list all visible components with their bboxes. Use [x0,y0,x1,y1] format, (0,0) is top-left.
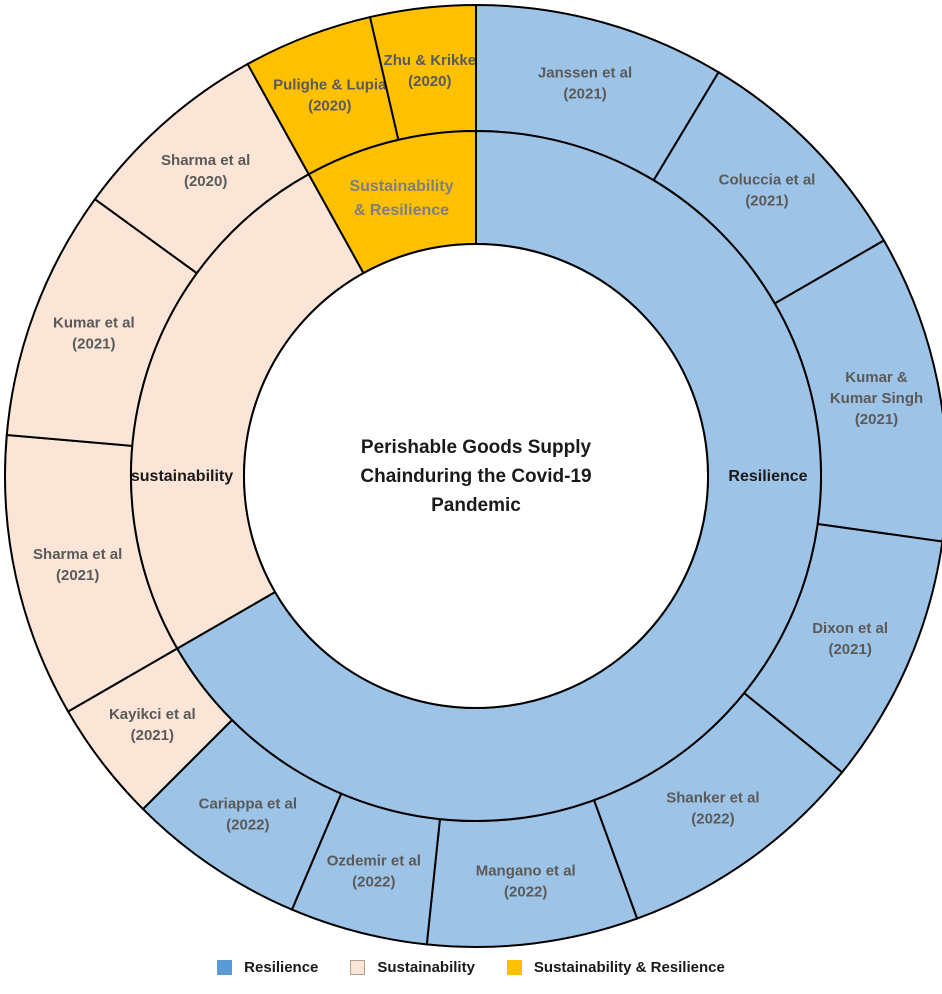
category-label-resilience: Resilience [728,468,807,485]
legend-swatch-sustainability-resilience [506,960,522,975]
category-label-sustainability: sustainability [131,468,233,485]
study-label: Janssen et al(2021) [538,64,632,102]
study-label: Coluccia et al(2021) [719,172,816,210]
legend-item-sustainability: Sustainability [350,959,475,976]
study-label: Shanker et al(2022) [666,790,759,828]
legend-swatch-resilience [217,960,233,975]
study-label: Dixon et al(2021) [812,620,888,658]
study-label: Sharma et al(2020) [161,152,250,190]
study-label: Pulighe & Lupia(2020) [273,77,387,115]
study-label: Kumar &Kumar Singh(2021) [830,369,923,428]
sunburst-diagram: Janssen et al(2021) Coluccia et al(2021) K… [4,3,942,948]
study-label: Ozdemir et al(2022) [327,853,421,891]
study-label: Mangano et al(2022) [476,862,576,900]
study-label: Cariappa et al(2022) [199,796,297,834]
outer-ring: Janssen et al(2021) Coluccia et al(2021) K… [4,3,942,948]
category-label-both: Sustainability& Resilience [349,178,453,219]
legend: Resilience Sustainability Sustainability… [0,959,942,976]
study-label: Kumar et al(2021) [53,315,135,353]
study-label: Zhu & Krikke(2020) [384,52,477,90]
study-label: Kayikci et al(2021) [109,706,196,744]
study-label: Sharma et al(2021) [33,546,122,584]
legend-label-resilience: Resilience [244,959,319,976]
legend-item-sustainability-resilience: Sustainability & Resilience [506,959,725,976]
legend-swatch-sustainability [350,960,366,975]
legend-item-resilience: Resilience [217,959,318,976]
legend-label-sustainability-resilience: Sustainability & Resilience [533,959,725,976]
legend-label-sustainability: Sustainability [377,959,475,976]
center-circle [243,243,709,709]
